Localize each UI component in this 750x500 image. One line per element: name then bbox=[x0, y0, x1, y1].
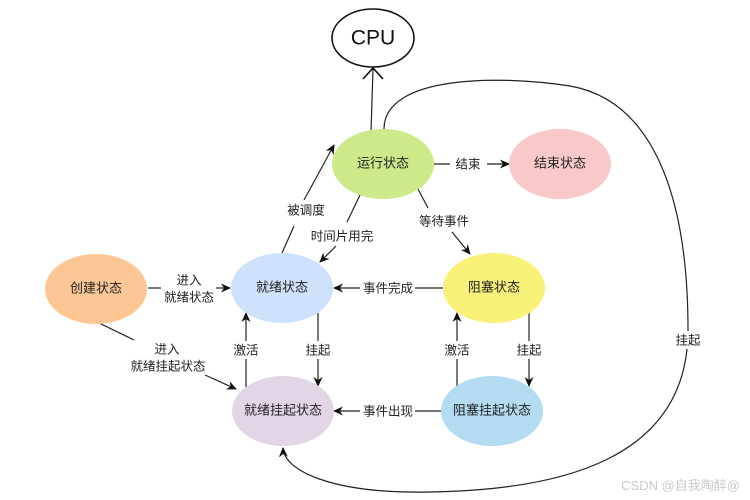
edge-created-ready: 进入 就绪状态 bbox=[148, 273, 231, 305]
edge-label-enter: 进入 bbox=[176, 273, 202, 288]
edge-blocked-ready: 事件完成 bbox=[333, 281, 443, 296]
node-running: 运行状态 bbox=[332, 129, 434, 199]
node-terminated: 结束状态 bbox=[509, 129, 611, 199]
node-ready-suspended-label: 就绪挂起状态 bbox=[244, 404, 322, 419]
node-cpu: CPU bbox=[331, 8, 415, 68]
edge-running-blocked: 等待事件 bbox=[417, 188, 471, 255]
node-ready-label: 就绪状态 bbox=[256, 281, 308, 296]
edge-blocked-suspended-blocked: 激活 bbox=[444, 312, 470, 386]
edge-blocked-blocked-suspended: 挂起 bbox=[516, 313, 542, 387]
edge-ready-running: 被调度 bbox=[281, 144, 335, 254]
node-ready-suspended: 就绪挂起状态 bbox=[232, 376, 334, 446]
watermark: CSDN @自我陶醉@ bbox=[621, 478, 740, 493]
node-blocked: 阻塞状态 bbox=[443, 253, 545, 323]
edge-label-activate: 激活 bbox=[233, 343, 258, 358]
node-blocked-suspended: 阻塞挂起状态 bbox=[441, 376, 543, 446]
node-created: 创建状态 bbox=[45, 254, 147, 324]
edge-label-wait-event: 等待事件 bbox=[419, 214, 469, 229]
edge-running-ready: 时间片用完 bbox=[311, 192, 374, 263]
edge-label-scheduled: 被调度 bbox=[287, 203, 325, 218]
edge-label-event-complete: 事件完成 bbox=[363, 281, 413, 296]
edge-ready-suspended-ready: 激活 bbox=[233, 312, 259, 387]
node-blocked-suspended-label: 阻塞挂起状态 bbox=[453, 403, 531, 419]
node-created-label: 创建状态 bbox=[70, 282, 122, 297]
edge-blocked-suspended-ready-suspended: 事件出现 bbox=[333, 404, 443, 419]
edge-label-end: 结束 bbox=[455, 157, 481, 172]
node-ready: 就绪状态 bbox=[231, 253, 333, 323]
edge-label-time-slice: 时间片用完 bbox=[311, 229, 374, 244]
edge-created-ready-suspended: 进入 就绪挂起状态 bbox=[96, 321, 237, 390]
edge-label-enter-2: 进入 bbox=[154, 342, 180, 357]
edge-label-activate-2: 激活 bbox=[444, 343, 469, 358]
edge-running-ready-suspended: 挂起 bbox=[278, 79, 701, 493]
edge-label-ready-state: 就绪状态 bbox=[164, 290, 214, 305]
node-cpu-label: CPU bbox=[351, 27, 395, 50]
edge-running-terminated: 结束 bbox=[433, 157, 510, 172]
edge-label-suspend: 挂起 bbox=[305, 343, 331, 358]
node-blocked-label: 阻塞状态 bbox=[468, 280, 520, 296]
node-running-label: 运行状态 bbox=[357, 157, 409, 172]
node-terminated-label: 结束状态 bbox=[534, 157, 586, 172]
edge-label-ready-suspended-state: 就绪挂起状态 bbox=[130, 359, 205, 374]
edge-ready-ready-suspended: 挂起 bbox=[305, 313, 331, 387]
edge-running-cpu bbox=[362, 66, 384, 133]
edge-label-suspend-2: 挂起 bbox=[516, 343, 542, 358]
edge-label-event-occurs: 事件出现 bbox=[363, 404, 413, 419]
edge-label-suspend-3: 挂起 bbox=[675, 333, 701, 348]
